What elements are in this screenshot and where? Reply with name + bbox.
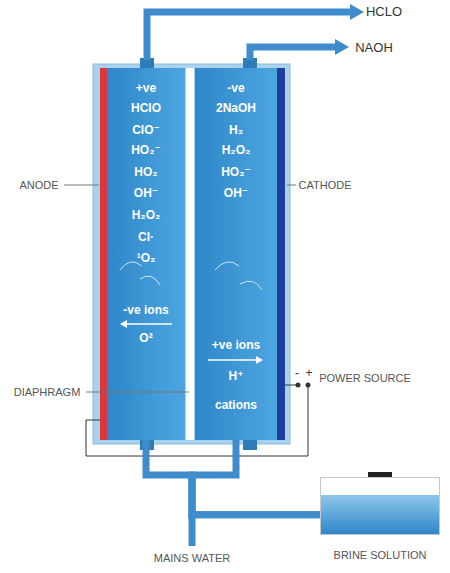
anode-electrode [100,68,107,440]
flow-swirl [215,262,239,270]
species-text: Cl· [107,229,185,245]
species-text: H₂O₂ [107,207,185,223]
outlet-pipe [250,47,337,60]
leader-line [86,392,189,393]
part-label: ANODE [19,178,58,192]
species-text: HO₂⁻ [107,142,185,158]
part-label: CATHODE [299,178,352,192]
species-text: O² [107,330,185,346]
species-text: +ve ions [195,337,277,353]
tank-label: BRINE SOLUTION [321,548,439,562]
cathode-chamber-fill [195,68,277,440]
species-text: H₂ [195,122,277,138]
terminal [306,383,311,388]
output-label: HCLO [366,5,402,19]
cathode-electrode [277,68,285,440]
arrow-head [256,356,263,364]
brine-tank: BRINE SOLUTION [320,477,440,535]
species-text: HO₂ [107,164,185,180]
terminal-sign: + [305,366,312,380]
leader-line [287,185,296,186]
species-text: OH⁻ [107,185,185,201]
species-text: H⁺ [195,368,277,384]
species-text: cations [195,397,277,413]
species-text: OH⁻ [195,185,277,201]
arrow-head [120,320,127,328]
anode-chamber-fill [107,68,185,440]
arrow-head [350,4,364,20]
species-text: 2NaOH [195,100,277,116]
species-text: ClO⁻ [107,122,185,138]
wire [86,385,308,456]
species-text: -ve [195,80,277,96]
terminal-sign: - [295,366,299,380]
feed-pipe [192,440,320,515]
species-text: -ve ions [107,302,185,318]
cell-housing [93,64,290,444]
flow-swirl [240,281,262,290]
anode-chamber: +veHClO ClO⁻ HO₂⁻ HO₂ OH⁻ H₂O₂ Cl· ¹O₂ -ve ionsO… [107,68,185,440]
diaphragm [186,68,194,440]
outlet-pipe [147,12,352,60]
feed-pipe [146,440,320,515]
part-label: DIAPHRAGM [14,385,81,399]
output-label: NAOH [355,41,393,55]
ion-arrow [124,323,172,325]
species-text: HO₂⁻ [195,164,277,180]
part-label: MAINS WATER [154,551,230,565]
species-text: H₂O₂ [195,142,277,158]
species-text: ¹O₂ [107,250,185,266]
species-text: +ve [107,80,185,96]
leader-line [64,185,99,186]
terminal [296,383,301,388]
pipe-stub [243,440,257,450]
flow-swirl [140,276,160,285]
ion-arrow [208,359,258,361]
cathode-chamber: -ve 2NaOH H₂ H₂O₂ HO₂⁻ OH⁻ +ve ionsH⁺ cations [195,68,277,440]
arrow-head [335,39,349,55]
species-text: HClO [107,100,185,116]
part-label: POWER SOURCE [319,371,411,385]
